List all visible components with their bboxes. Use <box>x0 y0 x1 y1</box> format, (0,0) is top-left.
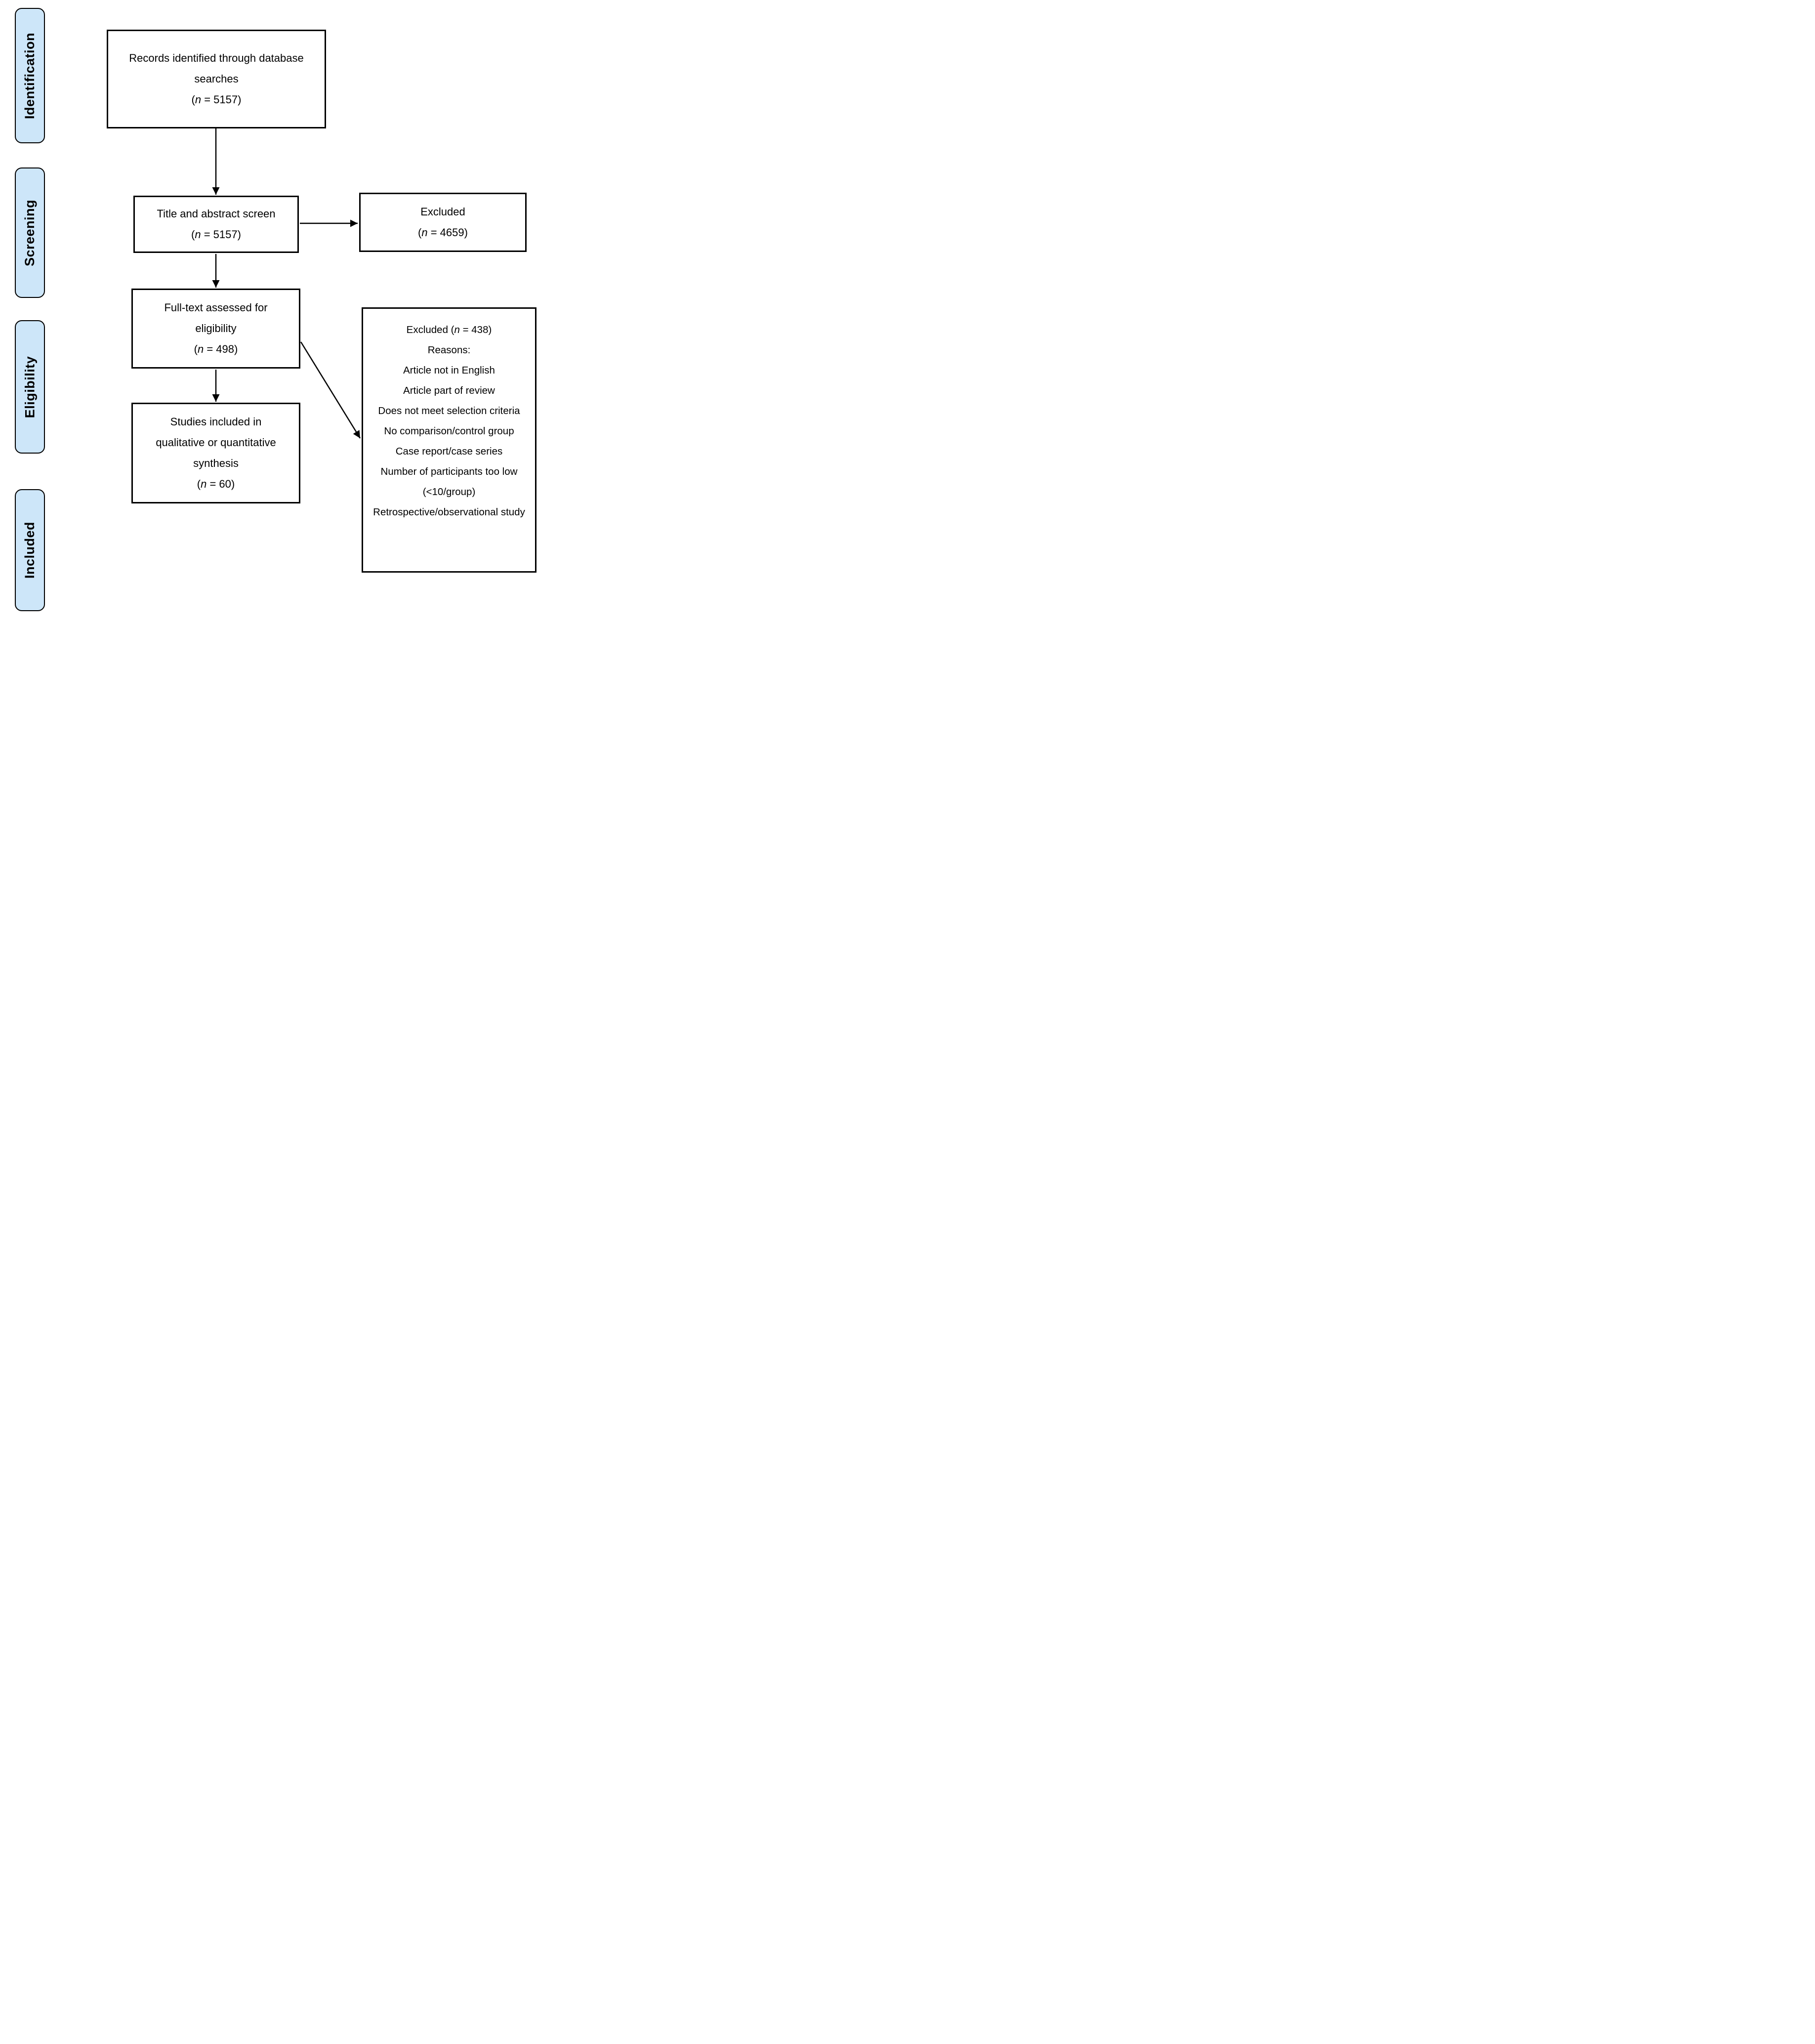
title-abstract-screen-count: (n = 5157) <box>191 228 241 241</box>
n-symbol: n <box>454 324 460 335</box>
stage-eligibility: Eligibility <box>15 320 45 454</box>
exclusion-reason: Article part of review <box>403 385 495 396</box>
excluded-screening-count: (n = 4659) <box>418 226 468 239</box>
title-abstract-screen-box: Title and abstract screen (n = 5157) <box>133 196 299 253</box>
exclusion-reason: (<10/group) <box>422 486 476 498</box>
full-text-assessed-text-line1: Full-text assessed for <box>164 301 268 314</box>
stage-included-label: Included <box>22 521 38 579</box>
excluded-screening-box: Excluded (n = 4659) <box>359 193 527 252</box>
n-symbol: n <box>195 228 201 241</box>
prisma-flow-diagram: Identification Screening Eligibility Inc… <box>0 0 543 613</box>
exclusion-reason: Case report/case series <box>395 446 503 457</box>
n-symbol: n <box>421 226 428 239</box>
studies-included-text-line2: qualitative or quantitative <box>156 436 276 449</box>
records-identified-text-line2: searches <box>194 73 239 85</box>
excluded-fulltext-box: Excluded (n = 438) Reasons: Article not … <box>362 307 536 573</box>
records-identified-text-line1: Records identified through database <box>129 52 304 64</box>
n-symbol: n <box>195 93 202 106</box>
studies-included-box: Studies included in qualitative or quant… <box>131 403 300 503</box>
n-symbol: n <box>197 343 204 355</box>
full-text-assessed-text-line2: eligibility <box>195 322 237 334</box>
arrow-full-text-to-excluded-fulltext <box>300 341 361 439</box>
stage-screening-label: Screening <box>22 199 38 266</box>
stage-identification: Identification <box>15 8 45 143</box>
title-abstract-screen-text: Title and abstract screen <box>157 208 276 220</box>
stage-included: Included <box>15 489 45 611</box>
records-identified-box: Records identified through database sear… <box>107 30 326 128</box>
stage-eligibility-label: Eligibility <box>22 356 38 418</box>
records-identified-count: (n = 5157) <box>191 93 242 106</box>
stage-screening: Screening <box>15 167 45 298</box>
full-text-assessed-box: Full-text assessed for eligibility (n = … <box>131 289 300 369</box>
studies-included-text-line3: synthesis <box>193 457 239 469</box>
studies-included-text-line1: Studies included in <box>170 416 262 428</box>
excluded-screening-text: Excluded <box>420 206 465 218</box>
n-symbol: n <box>201 478 207 490</box>
studies-included-count: (n = 60) <box>197 478 235 490</box>
stage-identification-label: Identification <box>22 32 37 119</box>
exclusion-reason: Number of participants too low <box>380 466 518 477</box>
excluded-fulltext-reasons-label: Reasons: <box>427 344 471 356</box>
exclusion-reason: Retrospective/observational study <box>373 506 525 518</box>
exclusion-reason: Article not in English <box>403 365 495 376</box>
exclusion-reason: No comparison/control group <box>384 425 514 437</box>
exclusion-reason: Does not meet selection criteria <box>378 405 520 417</box>
excluded-fulltext-header: Excluded (n = 438) <box>406 324 492 335</box>
full-text-assessed-count: (n = 498) <box>194 343 238 355</box>
